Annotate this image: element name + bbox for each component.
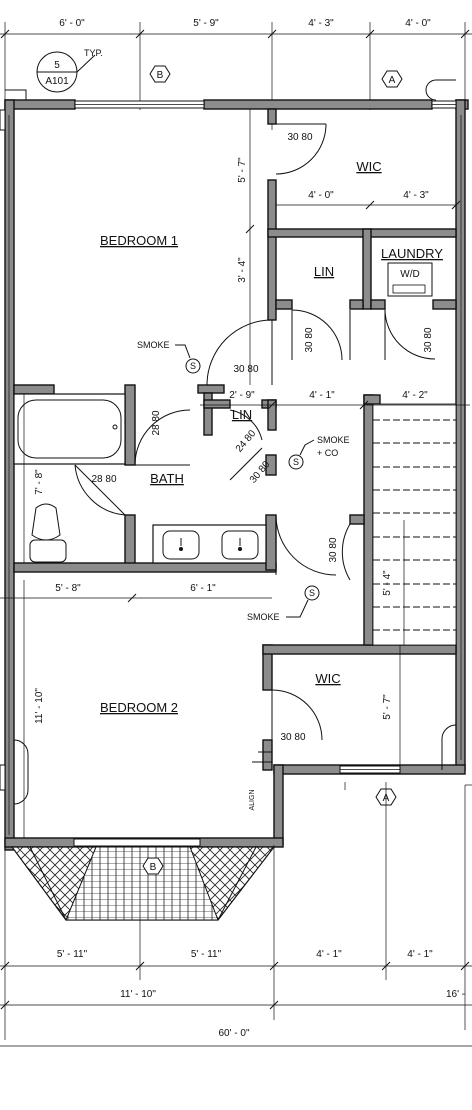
bay-roof: B bbox=[10, 846, 276, 921]
door-swings bbox=[74, 123, 436, 763]
dim-wic-width-1: 4' - 0" bbox=[308, 190, 334, 201]
top-window bbox=[74, 100, 457, 109]
room-label-wic-top: WIC bbox=[356, 159, 381, 174]
bottom-dim-2: 5' - 11" bbox=[191, 949, 222, 960]
align-note: ALIGN bbox=[249, 789, 256, 810]
total-dimension: 60' - 0" bbox=[218, 1028, 249, 1039]
smoke-co-detector: SMOKE + CO S bbox=[288, 435, 350, 470]
interior-walls bbox=[13, 108, 457, 646]
dim-bath-width-2: 6' - 1" bbox=[190, 583, 216, 594]
bottom-dim-4: 4' - 1" bbox=[407, 949, 433, 960]
door-tag-laundry: 30 80 bbox=[423, 327, 434, 352]
svg-text:A: A bbox=[383, 793, 390, 804]
svg-text:+ CO: + CO bbox=[317, 448, 338, 458]
dim-bedroom-2-height: 11' - 10" bbox=[34, 688, 45, 724]
dim-wic-height: 5' - 7" bbox=[237, 157, 248, 183]
left-wall-detail bbox=[0, 89, 29, 835]
subtotal-left: 11' - 10" bbox=[120, 989, 156, 1000]
stairs bbox=[372, 403, 457, 646]
dim-lin-height: 3' - 4" bbox=[237, 257, 248, 283]
door-tag-stair: 30 80 bbox=[328, 537, 339, 562]
top-dim-4: 4' - 0" bbox=[405, 18, 431, 29]
top-dimension-string: 6' - 0" 5' - 9" 4' - 3" 4' - 0" bbox=[0, 18, 472, 130]
bay-window bbox=[73, 838, 201, 847]
grid-marker-b-bay: B bbox=[150, 862, 157, 873]
svg-text:S: S bbox=[293, 457, 299, 467]
bottom-dim-3: 4' - 1" bbox=[316, 949, 342, 960]
room-label-wic-bottom: WIC bbox=[315, 671, 340, 686]
svg-text:S: S bbox=[309, 588, 315, 598]
top-dim-1: 6' - 0" bbox=[59, 18, 85, 29]
dim-stair-height: 5' - 4" bbox=[382, 570, 393, 596]
dim-wic-width-2: 4' - 3" bbox=[403, 190, 429, 201]
door-tag-lin-small: 24 80 bbox=[234, 428, 259, 455]
room-label-bath: BATH bbox=[150, 471, 184, 486]
top-dim-3: 4' - 3" bbox=[308, 18, 334, 29]
grid-marker-a-top: A bbox=[381, 70, 403, 88]
callout-note: TYP. bbox=[84, 48, 103, 58]
room-label-laundry: LAUNDRY bbox=[381, 246, 443, 261]
door-tag-bath-left: 28 80 bbox=[91, 474, 116, 485]
bottom-dimension-string: 5' - 11" 5' - 11" 4' - 1" 4' - 1" 11' - … bbox=[0, 845, 472, 1047]
room-label-bedroom-2: BEDROOM 2 bbox=[100, 700, 178, 715]
svg-text:B: B bbox=[157, 70, 164, 81]
vanity bbox=[152, 524, 267, 564]
door-tag-wic-bottom: 30 80 bbox=[280, 732, 305, 743]
top-dim-2: 5' - 9" bbox=[193, 18, 219, 29]
washer-dryer bbox=[387, 262, 433, 297]
svg-text:S: S bbox=[190, 361, 196, 371]
interior-dimension-lines bbox=[0, 109, 470, 980]
dim-bath-height: 7' - 8" bbox=[34, 469, 45, 495]
dim-hall-width-2: 4' - 1" bbox=[309, 390, 335, 401]
door-tag-bath-tub: 28 80 bbox=[151, 410, 162, 435]
room-label-bedroom-1: BEDROOM 1 bbox=[100, 233, 178, 248]
door-tag-lin-top: 30 80 bbox=[304, 327, 315, 352]
room-label-lin-small: LIN bbox=[232, 407, 252, 422]
callout-sheet: A101 bbox=[45, 76, 69, 87]
right-wall-detail bbox=[425, 79, 472, 845]
grid-marker-b-top: B bbox=[149, 65, 171, 83]
dim-hall-width-1: 2' - 9" bbox=[229, 390, 255, 401]
subtotal-right: 16' - bbox=[446, 989, 465, 1000]
svg-text:SMOKE: SMOKE bbox=[137, 340, 170, 350]
bottom-dim-1: 5' - 11" bbox=[57, 949, 88, 960]
lower-window bbox=[339, 765, 401, 774]
svg-text:SMOKE: SMOKE bbox=[317, 435, 350, 445]
svg-text:A: A bbox=[389, 75, 396, 86]
door-tag-bedroom-1: 30 80 bbox=[233, 364, 258, 375]
room-label-lin-top: LIN bbox=[314, 264, 334, 279]
callout-number: 5 bbox=[54, 60, 60, 71]
door-tag-wic-top: 30 80 bbox=[287, 132, 312, 143]
dim-wic2-height: 5' - 7" bbox=[382, 694, 393, 720]
dim-hall-width-3: 4' - 2" bbox=[402, 390, 428, 401]
grid-marker-a-lower: A bbox=[375, 788, 397, 806]
laundry-unit-label: W/D bbox=[400, 269, 419, 280]
svg-text:SMOKE: SMOKE bbox=[247, 612, 280, 622]
smoke-detector-3: SMOKE S bbox=[247, 585, 320, 622]
toilet bbox=[29, 503, 67, 563]
dim-bath-width-1: 5' - 8" bbox=[55, 583, 81, 594]
bathtub bbox=[13, 393, 126, 465]
smoke-detector-1: SMOKE S bbox=[137, 340, 201, 374]
section-callout: 5 A101 TYP. bbox=[36, 48, 103, 93]
